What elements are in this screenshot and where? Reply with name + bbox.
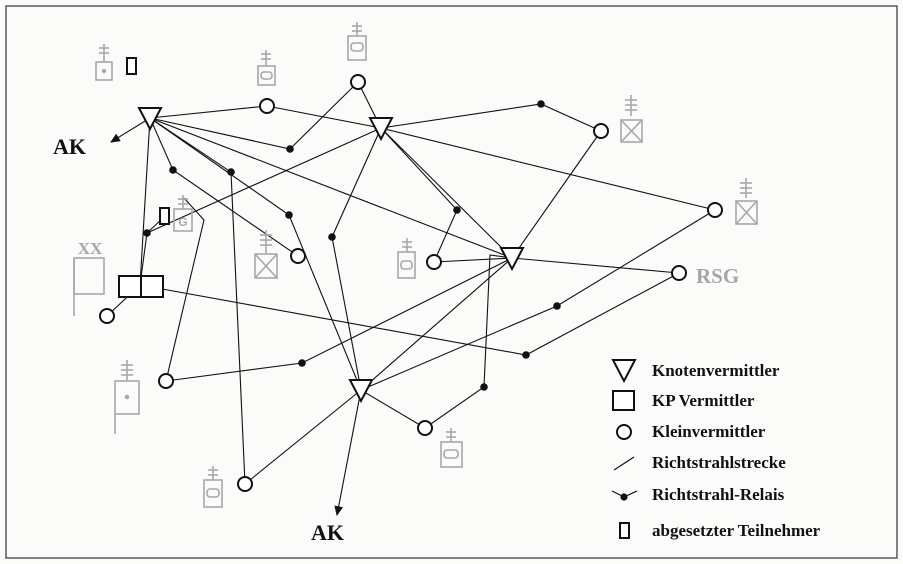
legend-label-richtstrahlstrecke: Richtstrahlstrecke <box>652 453 786 472</box>
relay-dot <box>298 359 306 367</box>
legend-small-rect-icon <box>619 522 630 539</box>
relay-dot <box>480 383 488 391</box>
antenna-box-icon <box>347 22 367 61</box>
relay-dot <box>227 168 235 176</box>
antenna-box-icon <box>95 44 113 81</box>
relay-dot <box>328 233 336 241</box>
antenna-box-icon <box>440 428 463 468</box>
triangle-icon <box>499 247 525 272</box>
link-line <box>149 117 299 257</box>
radio-links <box>106 81 716 517</box>
link-line <box>380 127 716 211</box>
link-line <box>139 127 382 286</box>
circle-icon <box>290 248 306 264</box>
square-icon <box>118 275 142 298</box>
circle-icon <box>99 308 115 324</box>
node-switches <box>137 107 525 404</box>
link-line <box>331 127 382 391</box>
link-line <box>334 389 362 517</box>
antenna-box-icon <box>203 466 223 508</box>
flag-icon <box>73 257 105 316</box>
antenna-box-icon <box>257 50 276 86</box>
circle-icon <box>426 254 442 270</box>
relay-dot <box>286 145 294 153</box>
antenna-box-icon <box>397 238 416 279</box>
crossed-box-icon <box>620 95 643 143</box>
antenna-box-icon <box>173 195 193 232</box>
link-line <box>380 103 602 132</box>
remote-subscribers <box>126 57 170 225</box>
link-line <box>380 127 513 259</box>
circle-icon <box>671 265 687 281</box>
triangle-icon <box>137 107 163 132</box>
circle-icon <box>593 123 609 139</box>
legend-label-knotenvermittler: Knotenvermittler <box>652 361 780 380</box>
link-line <box>165 197 205 382</box>
relay-dot <box>537 100 545 108</box>
link-line <box>360 257 513 391</box>
rsg-label: RSG <box>696 264 739 288</box>
triangle-icon <box>368 117 394 142</box>
g-label: G <box>178 215 187 229</box>
link-line <box>360 389 426 429</box>
circle-icon <box>707 202 723 218</box>
circle-icon <box>158 373 174 389</box>
relay-dot <box>453 206 461 214</box>
legend-relay-icon <box>611 490 638 501</box>
circle-icon <box>350 74 366 90</box>
triangle-icon <box>348 379 374 404</box>
link-line <box>139 117 151 286</box>
small-rect-icon <box>159 207 170 225</box>
link-line <box>139 272 680 356</box>
legend-label-kp-vermittler: KP Vermittler <box>652 391 755 410</box>
legend-triangle-icon <box>611 359 637 384</box>
circle-icon <box>237 476 253 492</box>
relay-dot <box>143 229 151 237</box>
diagram-frame <box>5 5 898 559</box>
grey-equipment <box>73 22 758 508</box>
ak-label-bottom: AK <box>311 520 344 545</box>
link-line <box>380 127 458 263</box>
relay-dot <box>285 211 293 219</box>
link-line <box>149 117 513 259</box>
relay-dot <box>522 351 530 359</box>
link-line <box>149 105 268 119</box>
small-rect-icon <box>126 57 137 75</box>
circle-icon <box>259 98 275 114</box>
relay-dots <box>143 100 561 391</box>
small-switches <box>99 74 723 492</box>
legend-label-abgesetzter-teilnehmer: abgesetzter Teilnehmer <box>652 521 821 540</box>
circle-icon <box>417 420 433 436</box>
link-line <box>110 117 151 143</box>
kp-switch <box>118 275 164 298</box>
relay-dot <box>553 302 561 310</box>
legend-label-kleinvermittler: Kleinvermittler <box>652 422 766 441</box>
legend-label-richtstrahl-relais: Richtstrahl-Relais <box>652 485 785 504</box>
link-line <box>266 105 382 129</box>
legend-circle-icon <box>616 424 632 440</box>
link-line <box>511 130 602 259</box>
xx-label: XX <box>78 239 103 258</box>
ak-label-top: AK <box>53 134 86 159</box>
link-line <box>424 254 513 429</box>
square-icon <box>140 275 164 298</box>
legend-line-icon <box>613 456 635 471</box>
link-line <box>511 257 680 274</box>
legend-square-icon <box>612 390 635 411</box>
link-line <box>433 257 513 263</box>
crossed-box-icon <box>735 178 758 225</box>
antenna-box-icon <box>114 360 140 434</box>
legend: Knotenvermittler KP Vermittler Kleinverm… <box>611 359 821 540</box>
crossed-box-icon <box>254 230 278 279</box>
relay-dot <box>169 166 177 174</box>
link-line <box>244 389 362 485</box>
